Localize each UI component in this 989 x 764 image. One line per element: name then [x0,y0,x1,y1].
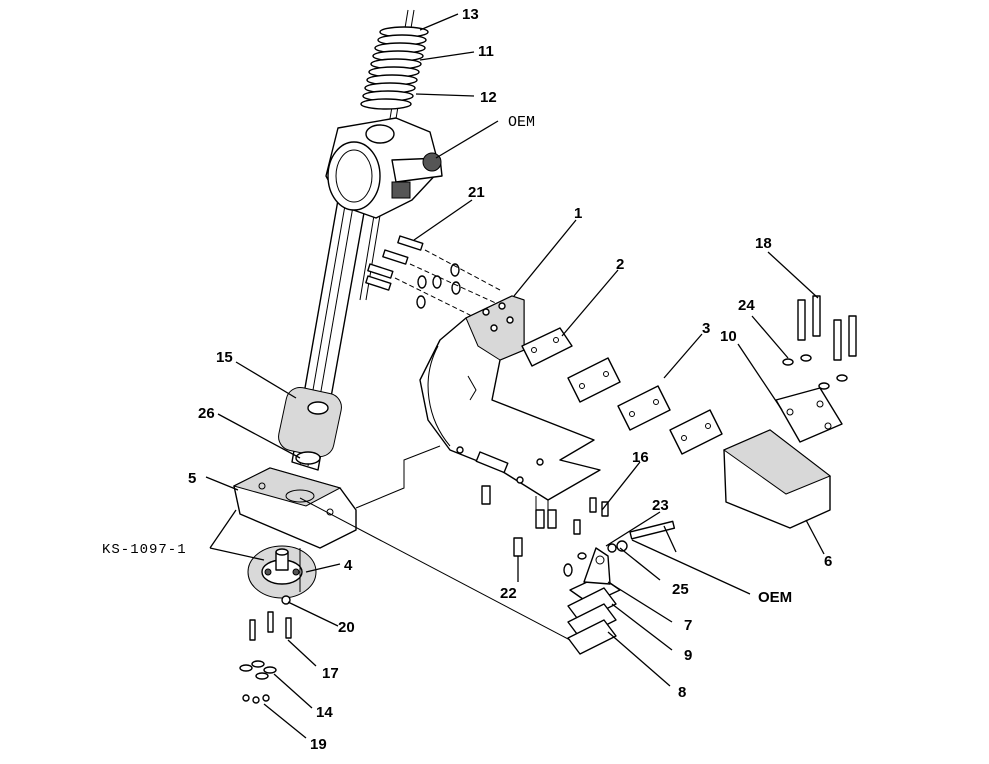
pins-16-22 [481,485,609,557]
callout-4: 4 [344,557,353,574]
leader-lines [205,13,825,739]
callout-20: 20 [338,619,355,636]
callout-3: 3 [702,320,710,337]
callout-16: 16 [632,449,649,466]
oem-head-housing [325,117,443,219]
main-bracket [419,295,601,514]
callout-9: 9 [684,647,692,664]
seal-26 [295,451,321,465]
shim-plate-2 [521,327,573,367]
callout-17: 17 [322,665,339,682]
bolts-18 [782,295,857,390]
oem-label-top: OEM [508,114,535,131]
callout-23: 23 [652,497,669,514]
shim-plate-3a [567,357,621,403]
callout-22: 22 [500,585,517,602]
callout-8: 8 [678,684,686,701]
left-base-block [232,467,357,549]
callout-labels: 13 11 12 OEM 21 1 2 3 18 24 10 15 26 5 K… [102,6,832,753]
callout-10: 10 [720,328,737,345]
assembly-guide-lines [299,445,571,641]
callout-1: 1 [574,205,582,222]
callout-24: 24 [738,297,755,314]
spring-stack [360,26,429,110]
assembly-ref-label: KS-1097-1 [102,542,187,558]
oem-label-right: OEM [758,589,792,606]
bolts-21 [365,235,501,321]
hub-4 [247,545,317,599]
shim-plate-3b [617,385,671,431]
callout-13: 13 [462,6,479,23]
callout-15: 15 [216,349,233,366]
washers-14 [239,660,277,680]
callout-6: 6 [824,553,832,570]
callout-2: 2 [616,256,624,273]
right-bracket [722,387,843,529]
bushing-highlight-15 [278,386,342,458]
callout-12: 12 [480,89,497,106]
fasteners-17 [249,595,292,641]
bolt-25 [607,520,676,553]
callout-18: 18 [755,235,772,252]
callout-11: 11 [478,43,494,60]
callout-21: 21 [468,184,485,201]
clamp-stack [563,547,621,655]
callout-19: 19 [310,736,327,753]
nuts-19 [242,694,270,704]
callout-26: 26 [198,405,215,422]
callout-25: 25 [672,581,689,598]
shim-plate-3c [669,409,723,455]
callout-5: 5 [188,470,196,487]
callout-7: 7 [684,617,692,634]
callout-14: 14 [316,704,333,721]
